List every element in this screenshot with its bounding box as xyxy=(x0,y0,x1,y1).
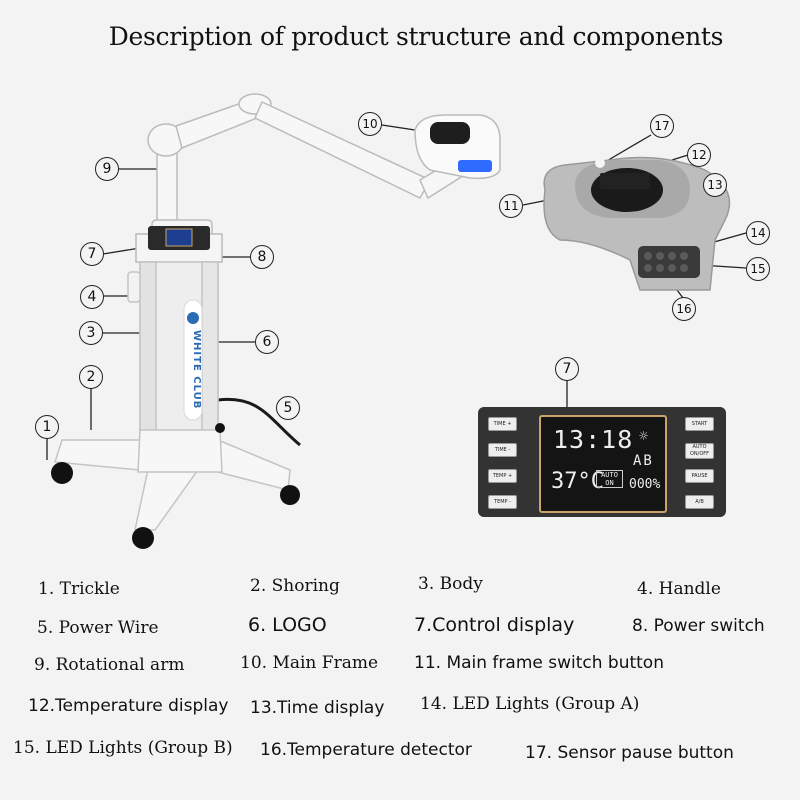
callout-6: 6 xyxy=(255,330,279,354)
callout-7: 7 xyxy=(80,242,104,266)
legend-item: 14. LED Lights (Group A) xyxy=(420,694,640,714)
start-button[interactable]: START xyxy=(685,417,714,431)
auto-toggle-button[interactable]: AUTO ON/OFF xyxy=(685,443,714,459)
legend-item: 15. LED Lights (Group B) xyxy=(13,738,233,758)
legend-item: 7.Control display xyxy=(414,614,575,636)
legend-item: 1. Trickle xyxy=(38,579,120,599)
legend-item: 3. Body xyxy=(418,574,483,594)
control-panel: TIME + TIME - TEMP + TEMP - START AUTO O… xyxy=(478,407,726,517)
legend-item: 11. Main frame switch button xyxy=(414,653,664,673)
legend-item: 13.Time display xyxy=(250,698,385,718)
legend-item: 10. Main Frame xyxy=(240,653,379,673)
auto-indicator: AUTO ON xyxy=(596,470,623,488)
callout-7-panel: 7 xyxy=(555,357,579,381)
mode-display: AB xyxy=(633,453,654,469)
callout-4: 4 xyxy=(80,285,104,309)
legend-item: 12.Temperature display xyxy=(28,696,229,716)
pause-button[interactable]: PAUSE xyxy=(685,469,714,483)
lcd-screen: 13:18 ☼ AB 37°C AUTO ON 000% xyxy=(539,415,667,513)
time-display: 13:18 xyxy=(553,425,634,454)
callout-1: 1 xyxy=(35,415,59,439)
temperature-display: 37°C xyxy=(551,469,604,494)
callout-15: 15 xyxy=(746,257,770,281)
temp-plus-button[interactable]: TEMP + xyxy=(488,469,517,483)
callout-2: 2 xyxy=(79,365,103,389)
legend-item: 2. Shoring xyxy=(250,576,340,596)
callout-11: 11 xyxy=(499,194,523,218)
legend-item: 17. Sensor pause button xyxy=(525,743,734,763)
ab-button[interactable]: A/B xyxy=(685,495,714,509)
legend-item: 16.Temperature detector xyxy=(260,740,472,760)
legend-item: 5. Power Wire xyxy=(37,618,159,638)
callout-3: 3 xyxy=(79,321,103,345)
callout-13: 13 xyxy=(703,173,727,197)
temp-minus-button[interactable]: TEMP - xyxy=(488,495,517,509)
callout-9: 9 xyxy=(95,157,119,181)
sun-icon: ☼ xyxy=(639,427,649,445)
page-title: Description of product structure and com… xyxy=(108,22,724,51)
callout-10: 10 xyxy=(358,112,382,136)
callout-5: 5 xyxy=(276,396,300,420)
callout-17: 17 xyxy=(650,114,674,138)
callout-14: 14 xyxy=(746,221,770,245)
callout-16: 16 xyxy=(672,297,696,321)
time-minus-button[interactable]: TIME - xyxy=(488,443,517,457)
legend-item: 8. Power switch xyxy=(632,616,765,636)
logo: WHITE CLUB xyxy=(191,330,202,410)
callout-12: 12 xyxy=(687,143,711,167)
legend-item: 4. Handle xyxy=(637,579,721,599)
legend-item: 9. Rotational arm xyxy=(34,655,185,675)
time-plus-button[interactable]: TIME + xyxy=(488,417,517,431)
legend-item: 6. LOGO xyxy=(248,614,327,636)
percent-display: 000% xyxy=(629,477,661,492)
callout-8: 8 xyxy=(250,245,274,269)
